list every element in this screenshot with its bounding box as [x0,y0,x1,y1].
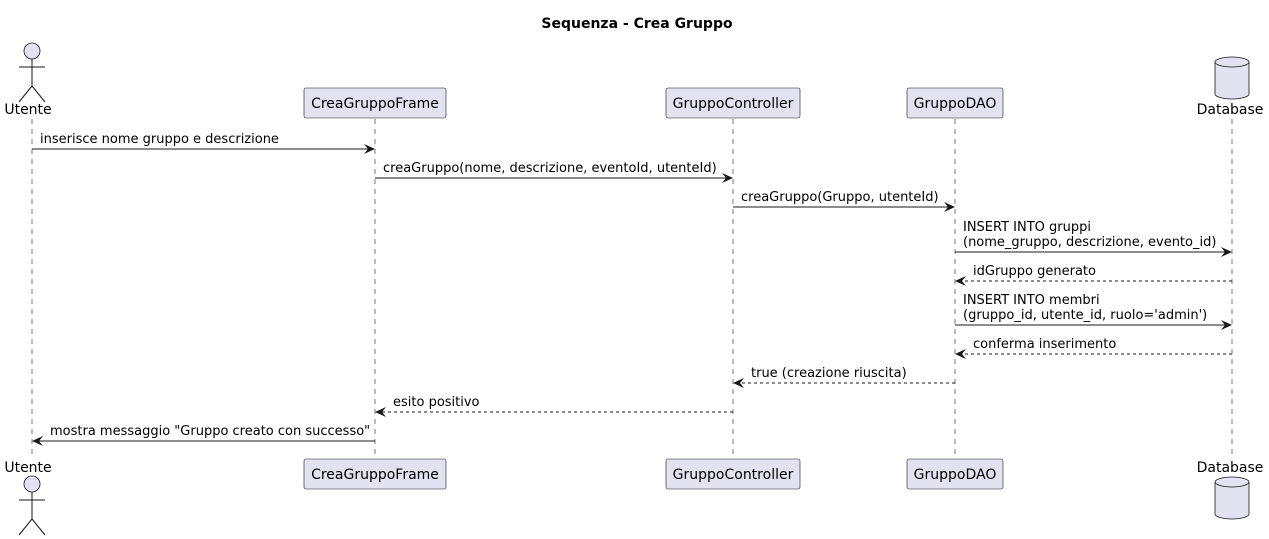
message-label: mostra messaggio "Gruppo creato con succ… [50,424,370,439]
message-label: creaGruppo(Gruppo, utenteId) [741,190,939,205]
arrow-head-icon [364,144,375,154]
participant-label: Utente [4,102,51,118]
participant-box-dao-bottom: GruppoDAO [906,458,1004,490]
arrow-head-icon [733,378,744,388]
arrow-head-icon [722,173,733,183]
participant-label: Database [1197,460,1264,476]
message-5: idGruppo generato [955,264,1232,286]
utente-actor-icon [18,42,46,103]
lifelines [31,119,1233,458]
message-label: INSERT INTO membri [963,293,1100,308]
diagram-title: Sequenza - Crea Gruppo [541,16,733,32]
participant-box-frame-top: CreaGruppoFrame [303,87,447,119]
participant-box-dao-top: GruppoDAO [906,87,1004,119]
participant-label: GruppoController [673,467,794,483]
message-7: conferma inserimento [955,337,1232,359]
message-3: creaGruppo(Gruppo, utenteId) [733,190,955,212]
message-label: esito positivo [393,395,480,410]
participant-label: Utente [4,460,51,476]
participant-label: Database [1197,102,1264,118]
message-label: conferma inserimento [973,337,1116,352]
db-database-icon [1214,56,1250,100]
message-label: (gruppo_id, utente_id, ruolo='admin') [963,308,1207,323]
participant-label: GruppoController [673,96,794,112]
message-9: esito positivo [375,395,733,417]
messages: inserisce nome gruppo e descrizione creaG… [32,132,1232,446]
arrow-head-icon [32,436,43,446]
participant-label: GruppoDAO [914,467,997,483]
arrow-head-icon [944,202,955,212]
participant-box-controller-bottom: GruppoController [665,458,801,490]
participants-top: Utente CreaGruppoFrame GruppoController Gru… [4,42,1264,119]
message-10: mostra messaggio "Gruppo creato con succ… [32,424,375,446]
message-label: true (creazione riuscita) [751,366,907,381]
participant-label: CreaGruppoFrame [311,467,439,483]
message-2: creaGruppo(nome, descrizione, eventoId, … [375,161,733,183]
participant-label: CreaGruppoFrame [311,96,439,112]
participant-box-controller-top: GruppoController [665,87,801,119]
message-4: INSERT INTO gruppi(nome_gruppo, descrizi… [955,220,1232,257]
message-label: inserisce nome gruppo e descrizione [40,132,279,147]
arrow-head-icon [955,276,966,286]
message-8: true (creazione riuscita) [733,366,955,388]
message-6: INSERT INTO membri(gruppo_id, utente_id,… [955,293,1232,330]
message-label: idGruppo generato [973,264,1096,279]
db-database-icon [1214,476,1250,520]
participant-box-frame-bottom: CreaGruppoFrame [303,458,447,490]
arrow-head-icon [1221,247,1232,257]
message-label: (nome_gruppo, descrizione, evento_id) [963,235,1216,250]
arrow-head-icon [1221,320,1232,330]
participant-label: GruppoDAO [914,96,997,112]
message-1: inserisce nome gruppo e descrizione [32,132,375,154]
message-label: INSERT INTO gruppi [963,220,1091,235]
arrow-head-icon [955,349,966,359]
utente-actor-icon [18,475,46,536]
arrow-head-icon [375,407,386,417]
participants-bottom: Utente CreaGruppoFrame GruppoController Gru… [4,458,1264,536]
message-label: creaGruppo(nome, descrizione, eventoId, … [383,161,717,176]
